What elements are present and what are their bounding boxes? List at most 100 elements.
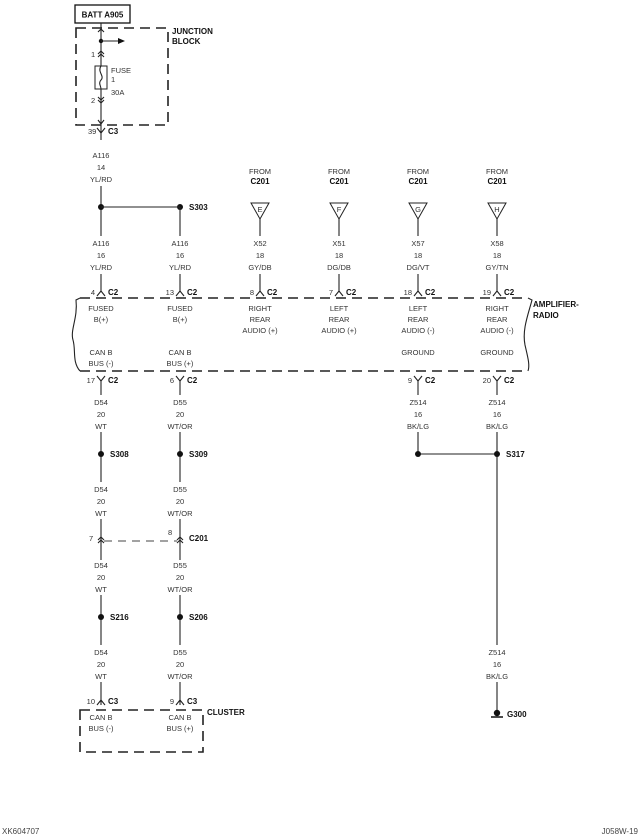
wire-circuit: D54 (94, 561, 108, 570)
pin-function: REAR (329, 315, 350, 324)
ground-circuit: Z51416BK/LGZ51416BK/LGS317Z51416BK/LGG30… (407, 398, 527, 719)
wire-circuit: D54 (94, 485, 108, 494)
wire-circuit: D54 (94, 648, 108, 657)
connector-pin-icon (175, 290, 185, 297)
wire-circuit: D55 (173, 561, 187, 570)
pin-function: GROUND (480, 348, 514, 357)
wire-color: WT (95, 422, 107, 431)
connector-tag-icon (329, 202, 349, 221)
pin-function: FUSED (167, 304, 193, 313)
wire-gauge: 16 (414, 410, 422, 419)
wire-color: BK/LG (486, 422, 508, 431)
wire-gauge: 18 (256, 251, 264, 260)
connector-label: C3 (108, 697, 119, 706)
pin-number: 9 (170, 697, 174, 706)
wire-gauge: 20 (176, 660, 184, 669)
c3-pin-39: 39 (88, 127, 96, 136)
pin-function: RIGHT (485, 304, 509, 313)
from-label: FROM (407, 167, 429, 176)
pin-number: 20 (483, 376, 491, 385)
wire-gauge: 20 (176, 497, 184, 506)
wire-gauge: 18 (414, 251, 422, 260)
pin-function: AUDIO (-) (401, 326, 435, 335)
wire-circuit: X51 (332, 239, 345, 248)
connector-label: C2 (267, 288, 278, 297)
connector-label: C2 (346, 288, 357, 297)
connector-label: C2 (187, 376, 198, 385)
pin-function: FUSED (88, 304, 114, 313)
pin-function: BUS (-) (89, 359, 115, 368)
fuse-label: FUSE (111, 66, 131, 75)
wire-color: YL/RD (90, 263, 113, 272)
pin-function: RIGHT (248, 304, 272, 313)
wire-circuit: A116 (93, 151, 110, 160)
fuse-number: 1 (111, 75, 115, 84)
wire-gauge: 16 (493, 410, 501, 419)
connector-pin-icon (255, 290, 265, 297)
wire-color: WT/OR (168, 672, 194, 681)
c201-pin-8: 8 (168, 528, 172, 537)
pin-function: REAR (408, 315, 429, 324)
arrow-right-icon (118, 38, 125, 44)
wire-gauge: 18 (335, 251, 343, 260)
wire-color: WT (95, 585, 107, 594)
from-connector: C201 (487, 177, 507, 186)
fuse-icon (94, 65, 108, 90)
pin-function: REAR (487, 315, 508, 324)
pin-number: 19 (483, 288, 491, 297)
splice-dot (98, 451, 104, 457)
splice-label: S308 (110, 450, 129, 459)
connector-tag-icon (487, 202, 507, 221)
connector-label: C2 (108, 376, 119, 385)
connector-tag-letter: H (494, 205, 499, 214)
pin-number: 18 (404, 288, 412, 297)
connector-pin-icon (175, 699, 185, 706)
wire-color: WT/OR (168, 585, 194, 594)
wire-circuit: X52 (253, 239, 266, 248)
pin-number: 8 (250, 288, 254, 297)
wire-circuit: D55 (173, 398, 187, 407)
splice-dot (415, 451, 421, 457)
fuse-rating: 30A (111, 88, 124, 97)
pin-function: AUDIO (-) (480, 326, 514, 335)
wire-circuit: X58 (490, 239, 503, 248)
pin-function: B(+) (94, 315, 109, 324)
junction-block: JUNCTION BLOCK 1 FUSE 1 30A 2 39 C3 (75, 23, 213, 140)
wire-gauge: 16 (97, 251, 105, 260)
footer-right-code: J058W-19 (602, 827, 639, 836)
connector-tag-letter: G (415, 205, 421, 214)
connector-pin-icon (492, 290, 502, 297)
pin-function: LEFT (330, 304, 349, 313)
wire-gauge: 20 (176, 410, 184, 419)
wire-gauge: 18 (493, 251, 501, 260)
wire-gauge: 16 (176, 251, 184, 260)
connector-label: C2 (504, 376, 515, 385)
wire-color: WT/OR (168, 509, 194, 518)
connector-tag-letter: E (257, 205, 262, 214)
wire-circuit: Z514 (409, 398, 426, 407)
splice-label: S317 (506, 450, 525, 459)
amp-output-pin: GROUND 20 C2 (480, 348, 515, 395)
connector-tag-letter: F (337, 205, 342, 214)
amplifier-radio: AMPLIFIER- RADIO (71, 297, 579, 372)
connector-pin-icon (175, 375, 185, 382)
pin-1-label: 1 (91, 50, 95, 59)
wire-gauge: 20 (97, 410, 105, 419)
feed-wire-a116: A116 14 YL/RD (90, 151, 113, 236)
wire-gauge: 20 (176, 573, 184, 582)
connector-pin-icon (334, 290, 344, 297)
connector-pin-icon (413, 290, 423, 297)
pin-2-label: 2 (91, 96, 95, 105)
splice-dot (98, 614, 104, 620)
wire-color: WT (95, 509, 107, 518)
wire-color: BK/LG (407, 422, 429, 431)
wire-gauge: 16 (493, 660, 501, 669)
pin-function: CAN B (169, 348, 192, 357)
pin-number: 7 (329, 288, 333, 297)
pin-number: 10 (87, 697, 95, 706)
splice-label: S216 (110, 613, 129, 622)
